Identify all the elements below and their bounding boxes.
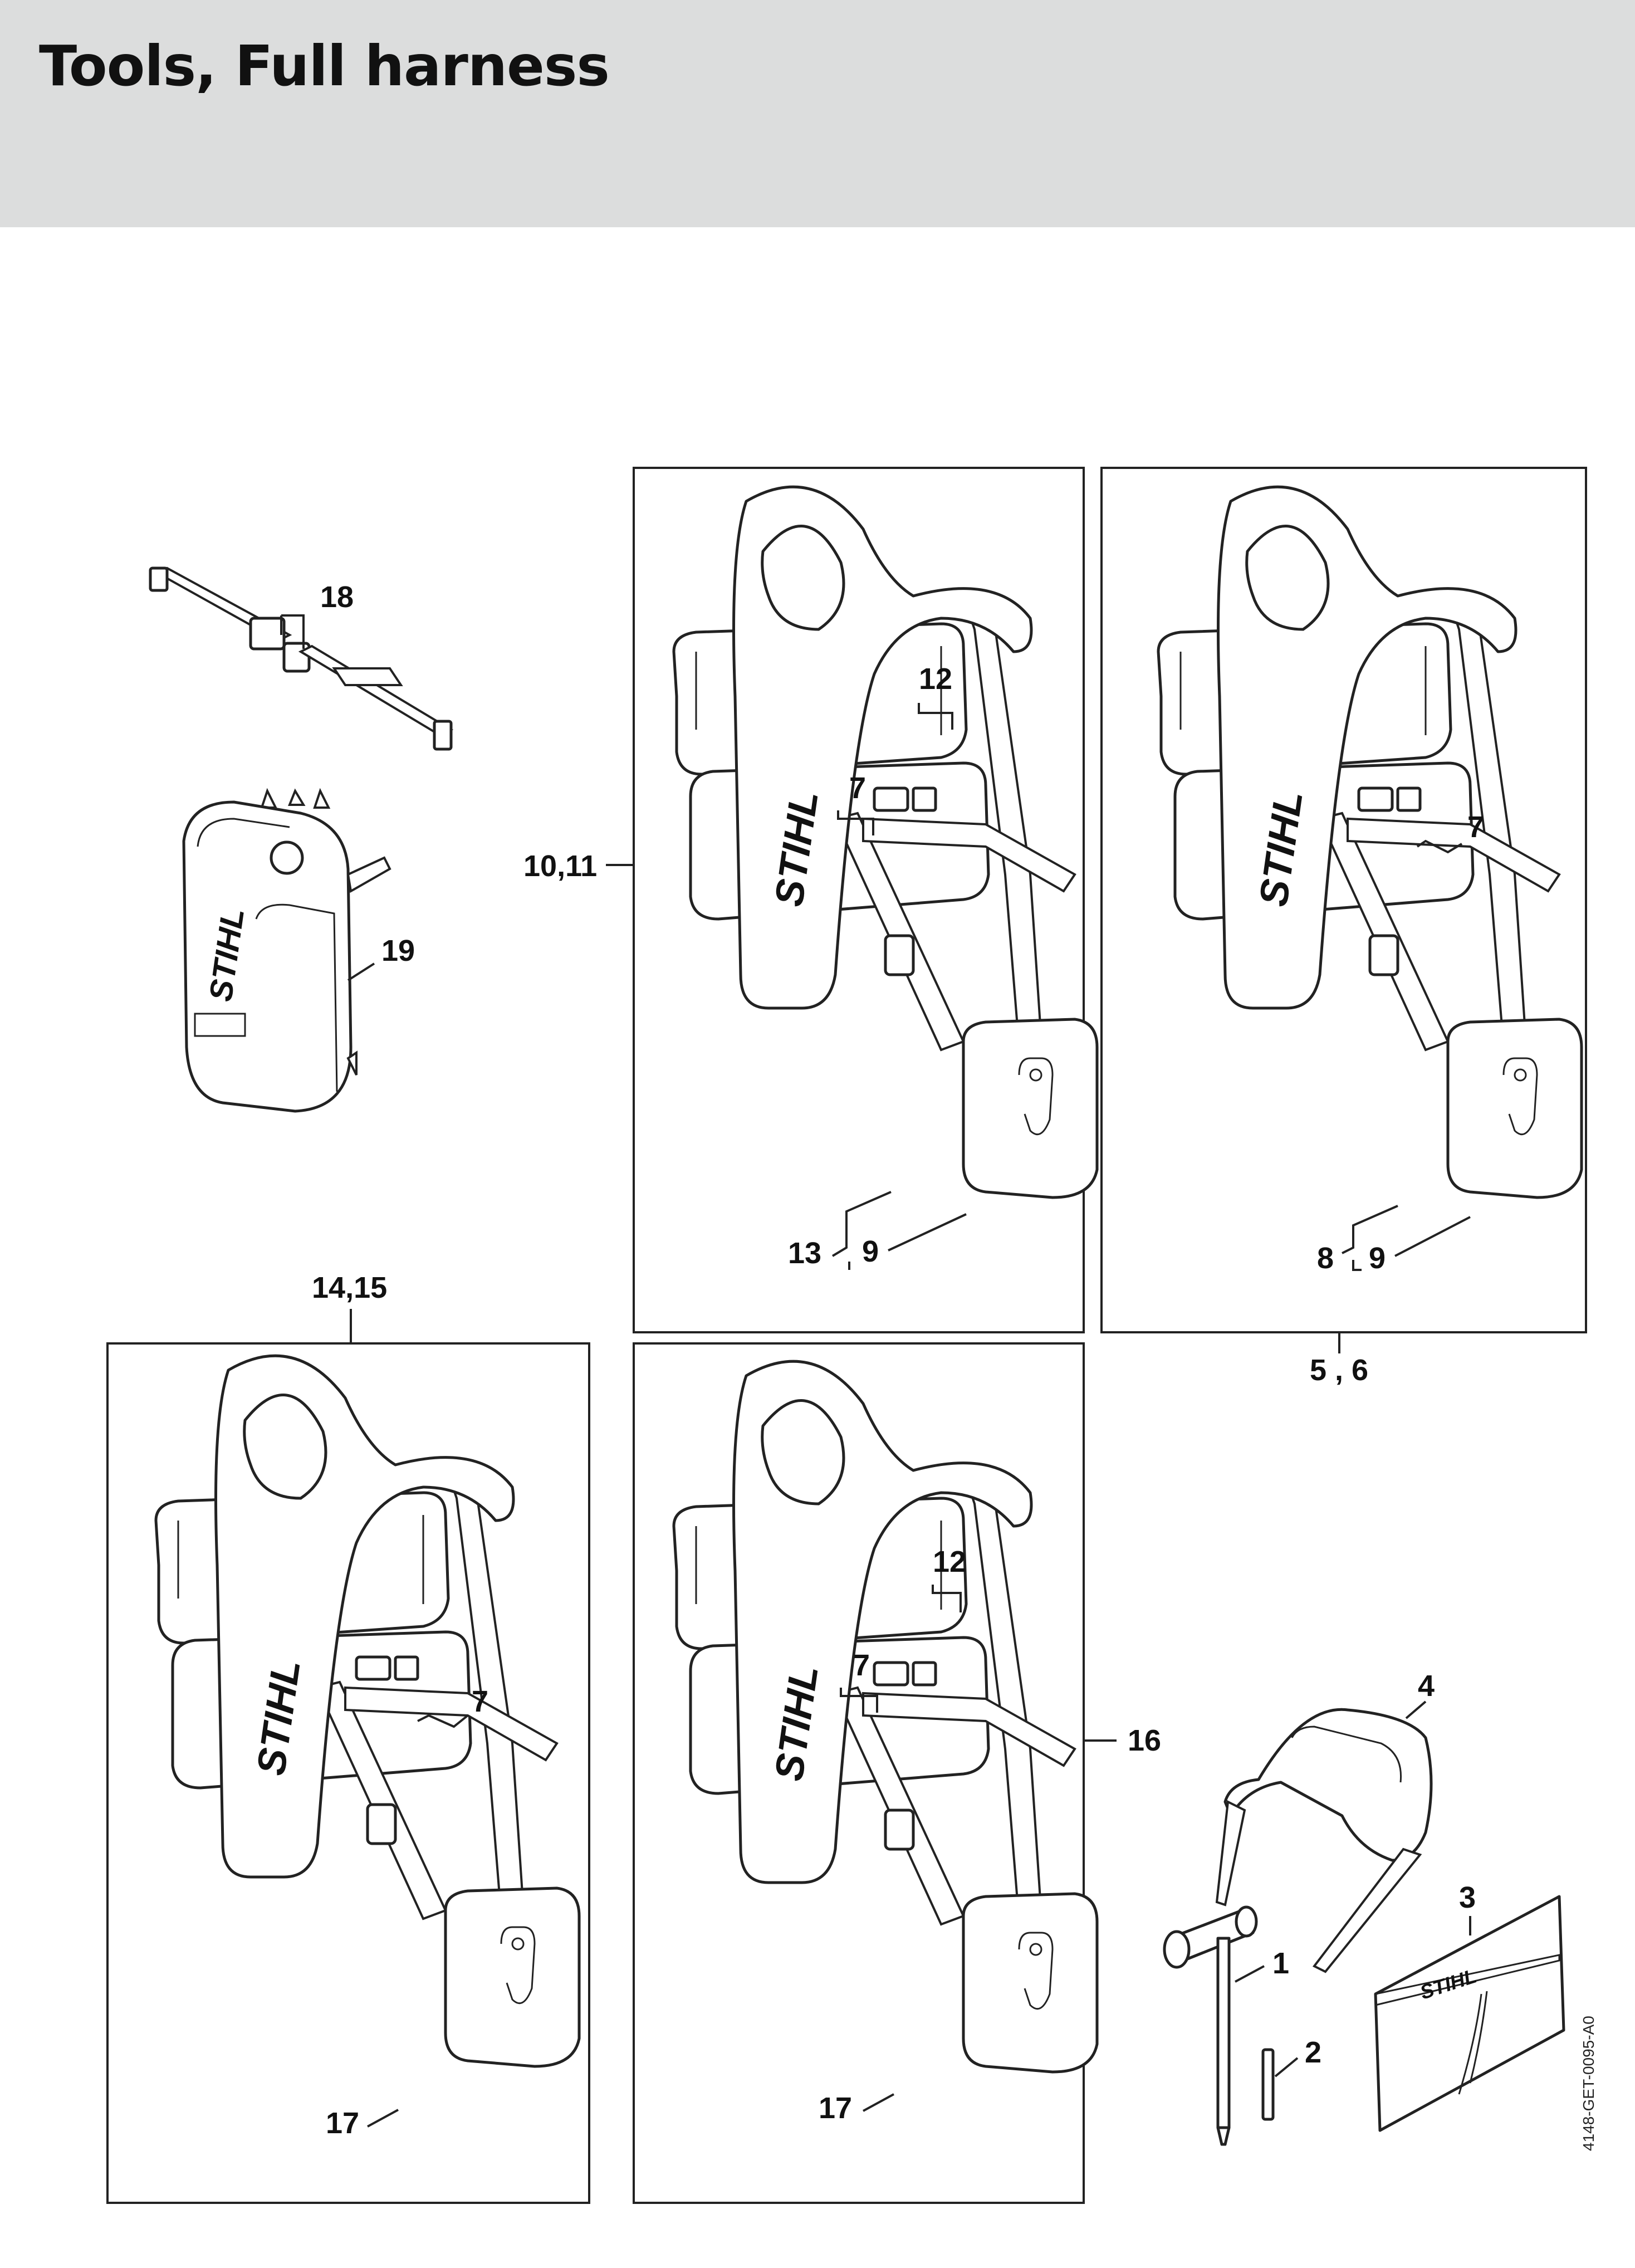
callout-9b: 9 (1369, 1241, 1386, 1275)
callout-1: 1 (1272, 1947, 1289, 1980)
callout-18: 18 (320, 580, 354, 614)
part-19-hip-pad-illustration: STIHL (182, 788, 391, 1113)
part-4-glasses-illustration (1215, 1708, 1433, 1973)
callout-7a: 7 (849, 771, 866, 805)
callout-13: 13 (788, 1236, 821, 1270)
harness-5-6 (1158, 487, 1582, 1197)
callout-4: 4 (1418, 1669, 1435, 1703)
callout-7c: 7 (472, 1685, 488, 1718)
callout-19: 19 (381, 934, 415, 967)
panel-16 (633, 1342, 1085, 2204)
callout-16: 16 (1128, 1724, 1161, 1757)
page-header: Tools, Full harness (0, 0, 1635, 227)
part-3-tool-bag-illustration: STIHL (1374, 1895, 1565, 2132)
page-title: Tools, Full harness (39, 33, 610, 99)
callout-7d: 7 (853, 1649, 870, 1682)
callout-7b: 7 (1467, 810, 1484, 844)
panel-10-11 (633, 467, 1085, 1333)
part-18-strap-illustration (149, 566, 454, 751)
panel-5-6 (1100, 467, 1587, 1333)
callout-8: 8 (1317, 1241, 1334, 1275)
harness-14-15 (156, 1356, 579, 2066)
callout-17a: 17 (326, 2106, 359, 2140)
callout-12a: 12 (919, 662, 952, 696)
part-2-pin-illustration (1261, 2048, 1275, 2121)
callout-10-11: 10,11 (523, 849, 597, 883)
part-1-combination-wrench-illustration (1163, 1905, 1258, 2146)
harness-10-11 (674, 487, 1097, 1197)
harness-16 (674, 1361, 1097, 2072)
callout-2: 2 (1305, 2036, 1321, 2069)
callout-9a: 9 (862, 1235, 879, 1268)
drawing-code: 4148-GET-0095-A0 (1580, 2016, 1597, 2151)
callout-14-15: 14,15 (312, 1271, 387, 1304)
callout-17b: 17 (819, 2091, 852, 2125)
callout-12b: 12 (933, 1545, 966, 1578)
callout-3: 3 (1459, 1881, 1476, 1914)
panel-14-15 (106, 1342, 590, 2204)
callout-5-6: 5 , 6 (1310, 1353, 1368, 1387)
